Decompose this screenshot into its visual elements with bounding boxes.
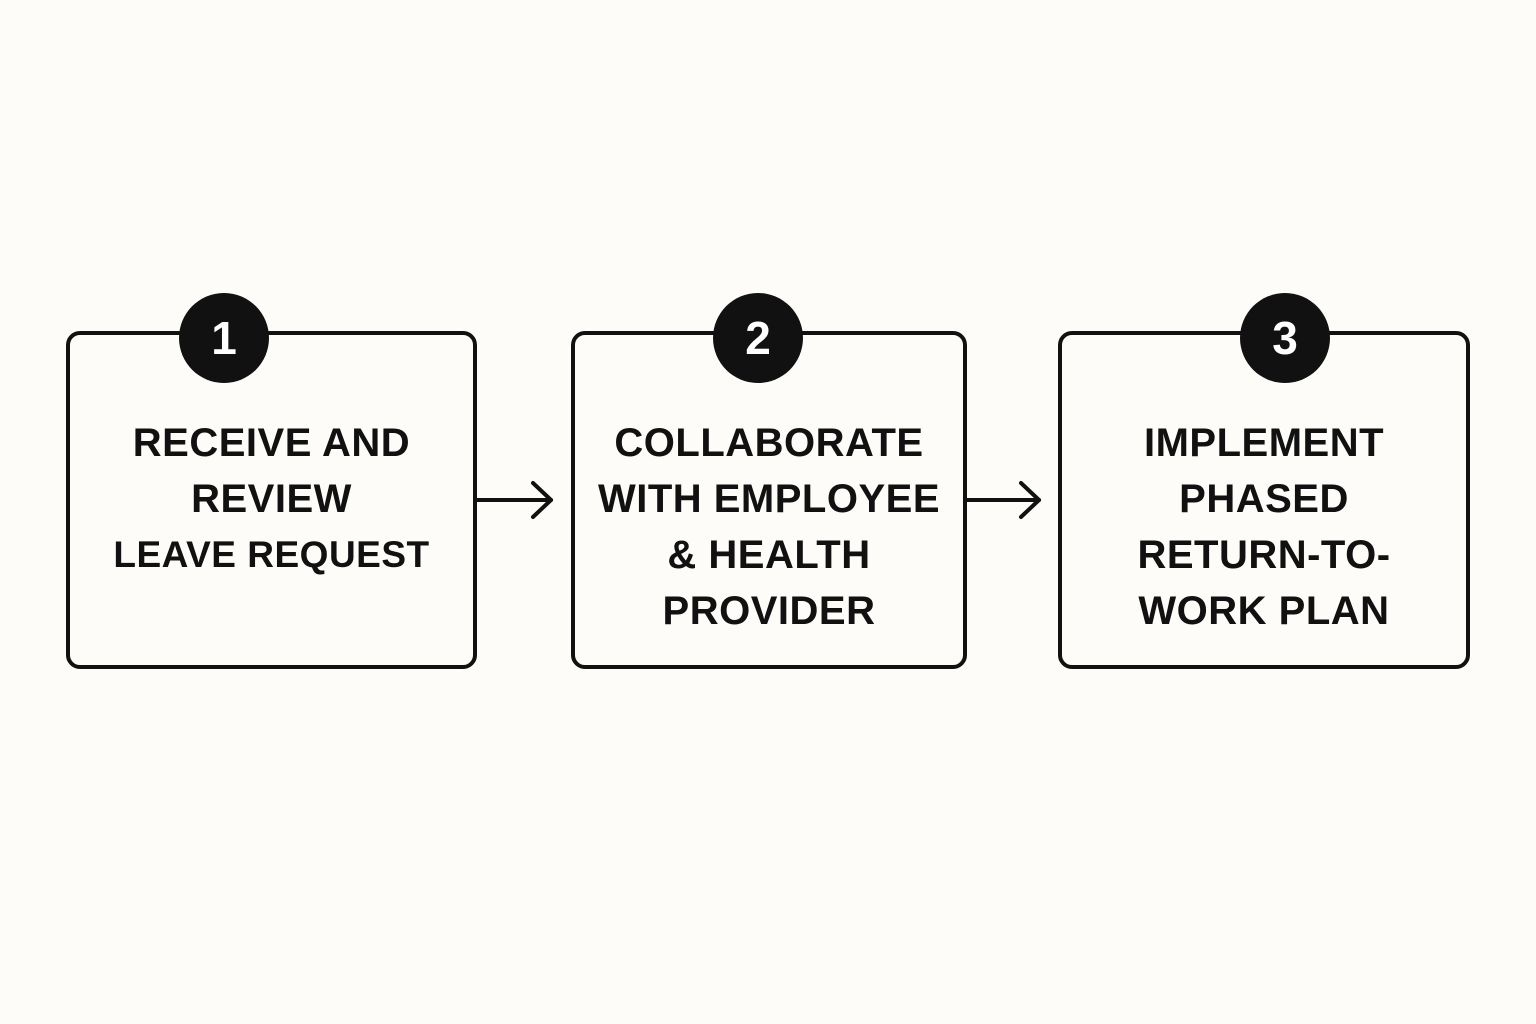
right-arrow-icon bbox=[965, 481, 1041, 519]
step-1-line-2: REVIEW bbox=[191, 477, 352, 521]
step-box-2: COLLABORATE WITH EMPLOYEE & HEALTH PROVI… bbox=[571, 331, 967, 669]
step-2-text: COLLABORATE WITH EMPLOYEE & HEALTH PROVI… bbox=[575, 415, 963, 639]
step-box-3: IMPLEMENT PHASED RETURN-TO- WORK PLAN bbox=[1058, 331, 1470, 669]
step-number-badge-3: 3 bbox=[1240, 293, 1330, 383]
right-arrow-icon bbox=[477, 481, 553, 519]
step-3-line-2: PHASED bbox=[1179, 477, 1349, 521]
step-1-text: RECEIVE AND REVIEW LEAVE REQUEST bbox=[70, 415, 473, 583]
step-number-badge-2: 2 bbox=[713, 293, 803, 383]
step-1-line-3: LEAVE REQUEST bbox=[113, 534, 430, 575]
step-2-line-1: COLLABORATE bbox=[614, 421, 924, 465]
step-2-line-3: & HEALTH bbox=[667, 533, 871, 577]
step-box-1: RECEIVE AND REVIEW LEAVE REQUEST bbox=[66, 331, 477, 669]
step-3-text: IMPLEMENT PHASED RETURN-TO- WORK PLAN bbox=[1062, 415, 1466, 639]
step-number-badge-1: 1 bbox=[179, 293, 269, 383]
step-2-line-2: WITH EMPLOYEE bbox=[597, 477, 941, 521]
step-3-line-4: WORK PLAN bbox=[1138, 589, 1390, 633]
step-3-line-3: RETURN-TO- bbox=[1137, 533, 1391, 577]
step-3-line-1: IMPLEMENT bbox=[1143, 421, 1385, 465]
step-1-line-1: RECEIVE AND bbox=[132, 421, 411, 465]
step-2-line-4: PROVIDER bbox=[662, 589, 876, 633]
